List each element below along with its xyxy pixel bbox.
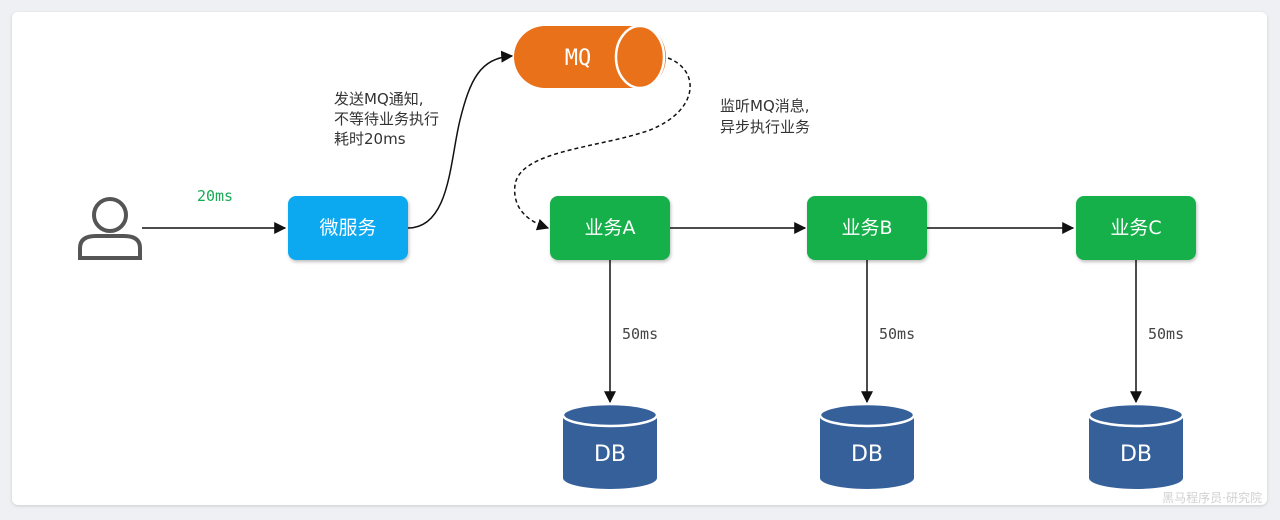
microservice-node[interactable]: 微服务 xyxy=(288,196,408,260)
send-mq-note: 发送MQ通知, 不等待业务执行 耗时20ms xyxy=(334,90,439,148)
service-b-node[interactable]: 业务B xyxy=(807,196,927,260)
db-a-label: DB xyxy=(594,442,626,467)
watermark: 黑马程序员·研究院 xyxy=(1162,490,1262,505)
svg-text:异步执行业务: 异步执行业务 xyxy=(720,118,810,136)
service-to-mq-arrow xyxy=(407,50,514,229)
svg-text:发送MQ通知,: 发送MQ通知, xyxy=(334,90,424,108)
db-b-label: DB xyxy=(851,442,883,467)
user-timing-label: 20ms xyxy=(197,187,233,205)
a-db-timing-label: 50ms xyxy=(622,325,658,343)
db-c-cylinder[interactable]: DB xyxy=(1087,402,1185,489)
mq-label: MQ xyxy=(565,46,592,71)
mq-to-service-a-arrow xyxy=(513,57,691,231)
c-db-timing-label: 50ms xyxy=(1148,325,1184,343)
db-a-cylinder[interactable]: DB xyxy=(561,402,659,489)
db-c-label: DB xyxy=(1120,442,1152,467)
service-c-label: 业务C xyxy=(1110,217,1161,239)
service-a-label: 业务A xyxy=(585,217,636,239)
b-db-timing-label: 50ms xyxy=(879,325,915,343)
svg-text:耗时20ms: 耗时20ms xyxy=(334,130,406,148)
user-icon xyxy=(78,197,142,260)
mq-node[interactable]: MQ xyxy=(514,24,666,90)
db-b-cylinder[interactable]: DB xyxy=(818,402,916,489)
service-a-node[interactable]: 业务A xyxy=(550,196,670,260)
svg-text:不等待业务执行: 不等待业务执行 xyxy=(334,110,439,128)
microservice-label: 微服务 xyxy=(319,217,376,239)
svg-text:监听MQ消息,: 监听MQ消息, xyxy=(720,97,810,115)
listen-mq-note: 监听MQ消息, 异步执行业务 xyxy=(720,97,810,136)
service-c-node[interactable]: 业务C xyxy=(1076,196,1196,260)
service-b-label: 业务B xyxy=(841,217,892,239)
